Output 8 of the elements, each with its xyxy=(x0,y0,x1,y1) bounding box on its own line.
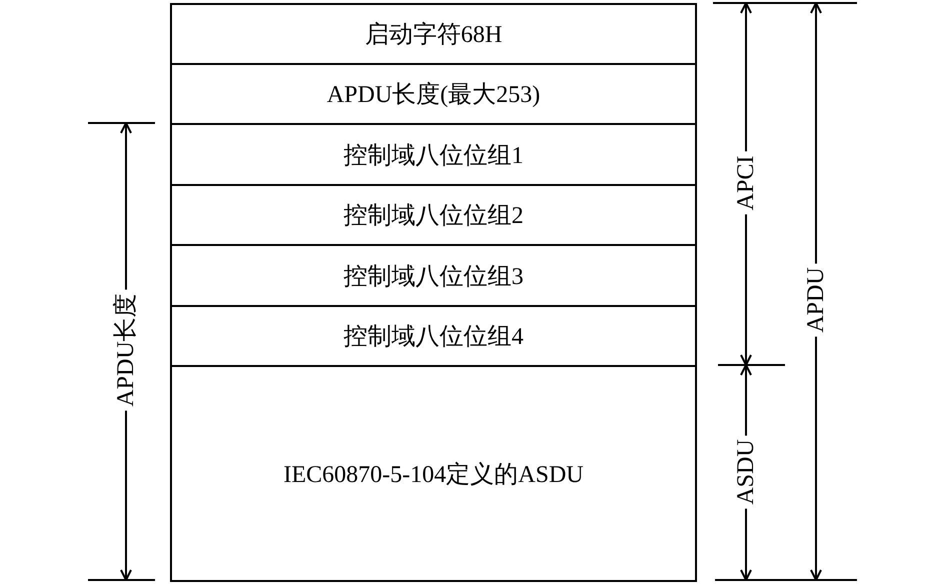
dimension-label: APDU长度 xyxy=(114,289,138,411)
field-row: IEC60870-5-104定义的ASDU xyxy=(170,365,697,582)
field-row: 控制域八位位组2 xyxy=(170,184,697,246)
field-row: 控制域八位位组1 xyxy=(170,123,697,186)
field-row: APDU长度(最大253) xyxy=(170,63,697,125)
field-row: 启动字符68H xyxy=(170,3,697,65)
field-row: 控制域八位位组4 xyxy=(170,305,697,367)
field-row: 控制域八位位组3 xyxy=(170,244,697,307)
